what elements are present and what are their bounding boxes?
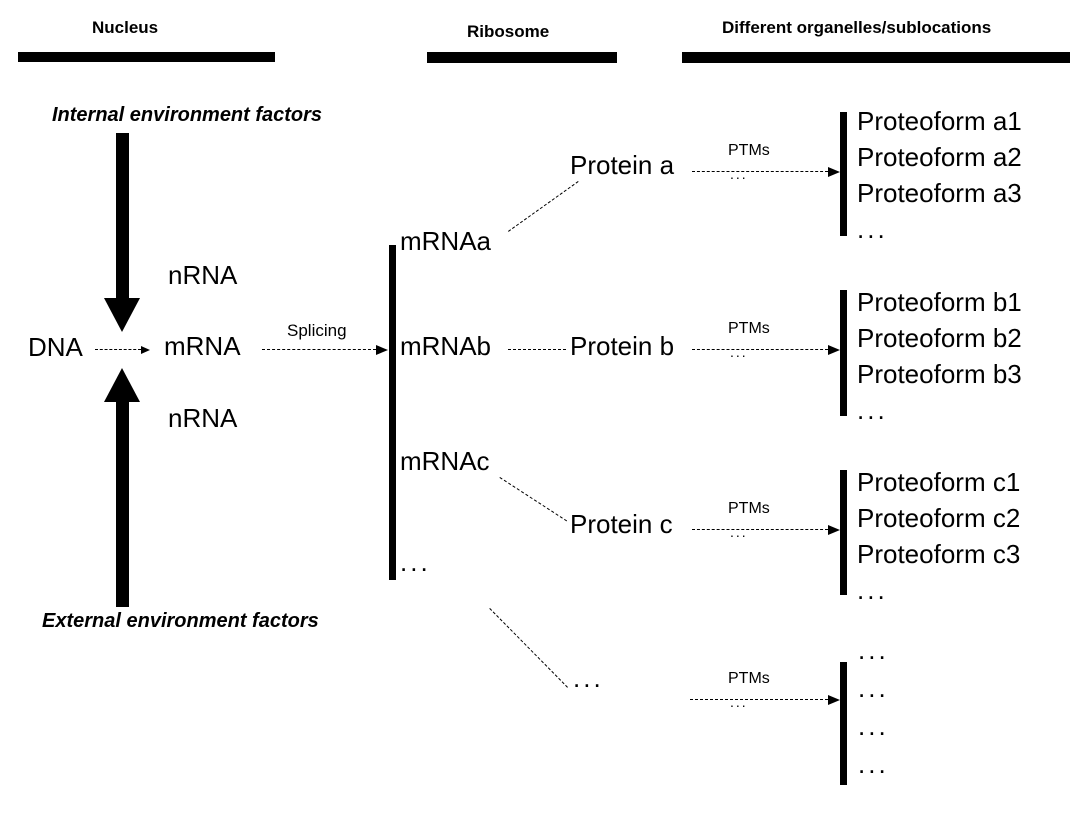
ptms-label-d: PTMs [728, 670, 770, 687]
mrna-b-to-protein-b-line [508, 349, 566, 350]
nrna-bottom-label: nRNA [168, 403, 238, 433]
proteoform-a3: Proteoform a3 [857, 178, 1022, 208]
ptms-arrowhead-d-icon [828, 695, 840, 705]
nrna-top-label: nRNA [168, 260, 238, 290]
proteoform-d-ellipsis-4: ... [858, 749, 889, 779]
proteoform-bar-b [840, 290, 847, 416]
ptms-label-b: PTMs [728, 320, 770, 337]
ptms-label-a: PTMs [728, 142, 770, 159]
mrna-c-to-protein-c-line [499, 477, 568, 522]
proteoform-bar-d [840, 662, 847, 785]
proteoform-b-ellipsis: ... [857, 395, 888, 425]
ptms-ellipsis-d: ... [730, 694, 748, 710]
internal-factors-arrow-shaft [116, 133, 129, 298]
mrna-label: mRNA [164, 331, 241, 361]
ptms-ellipsis-c: ... [730, 524, 748, 540]
ribosome-bar [389, 245, 396, 580]
header-ribosome-underline [427, 52, 617, 63]
header-nucleus: Nucleus [92, 18, 159, 37]
splicing-arrowhead-icon [376, 345, 388, 355]
mrna-c-label: mRNAc [400, 446, 490, 476]
ptms-dashed-line-d [690, 699, 828, 700]
protein-ellipsis: ... [573, 663, 604, 693]
proteoform-bar-c [840, 470, 847, 595]
splicing-label: Splicing [287, 321, 347, 340]
proteoform-b1: Proteoform b1 [857, 287, 1022, 317]
protein-c-label: Protein c [570, 509, 673, 539]
proteoform-b2: Proteoform b2 [857, 323, 1022, 353]
proteoform-d-ellipsis-1: ... [858, 635, 889, 665]
proteoform-list-c: Proteoform c1 Proteoform c2 Proteoform c… [857, 464, 1020, 608]
mrna-ellipsis: ... [400, 547, 431, 577]
proteoform-a-ellipsis: ... [857, 214, 888, 244]
header-ribosome: Ribosome [467, 22, 550, 41]
external-factors-arrow-head-up-icon [104, 368, 140, 402]
protein-b-label: Protein b [570, 331, 675, 361]
ptms-dashed-line-a [692, 171, 828, 172]
mrna-a-to-protein-a-line [508, 181, 579, 232]
dna-to-mrna-arrowhead-icon [141, 346, 150, 354]
header-organelles-underline [682, 52, 1070, 63]
internal-factors-label: Internal environment factors [52, 104, 323, 126]
proteoform-b3: Proteoform b3 [857, 359, 1022, 389]
dna-label: DNA [28, 332, 83, 362]
ptms-arrowhead-a-icon [828, 167, 840, 177]
proteoform-c2: Proteoform c2 [857, 503, 1021, 533]
external-factors-label: External environment factors [42, 610, 319, 632]
ptms-ellipsis-b: ... [730, 344, 748, 360]
ptms-dashed-line-c [692, 529, 828, 530]
splicing-dashed-line [262, 349, 376, 350]
proteoform-c3: Proteoform c3 [857, 539, 1021, 569]
mrna-b-label: mRNAb [400, 331, 492, 361]
mrna-ellipsis-to-protein-ellipsis-line [489, 608, 568, 688]
ptms-arrowhead-c-icon [828, 525, 840, 535]
proteoform-d-ellipsis-3: ... [858, 711, 889, 741]
ptms-label-c: PTMs [728, 500, 770, 517]
proteoform-c1: Proteoform c1 [857, 467, 1021, 497]
ptms-dashed-line-b [692, 349, 828, 350]
header-organelles: Different organelles/sublocations [722, 18, 992, 37]
mrna-a-label: mRNAa [400, 226, 492, 256]
proteoform-d-ellipsis-2: ... [858, 673, 889, 703]
proteoform-list-d: ... ... ... ... [858, 631, 889, 783]
ptms-ellipsis-a: ... [730, 166, 748, 182]
external-factors-arrow-shaft [116, 402, 129, 607]
proteoform-c-ellipsis: ... [857, 575, 888, 605]
proteoform-bar-a [840, 112, 847, 236]
internal-factors-arrow-head-down-icon [104, 298, 140, 332]
protein-a-label: Protein a [570, 150, 675, 180]
ptms-arrowhead-b-icon [828, 345, 840, 355]
proteoform-a2: Proteoform a2 [857, 142, 1022, 172]
header-nucleus-underline [18, 52, 275, 62]
proteoform-a1: Proteoform a1 [857, 106, 1022, 136]
dna-to-mrna-dashed-line [95, 349, 141, 350]
proteoform-list-b: Proteoform b1 Proteoform b2 Proteoform b… [857, 284, 1022, 428]
proteoform-list-a: Proteoform a1 Proteoform a2 Proteoform a… [857, 103, 1022, 247]
